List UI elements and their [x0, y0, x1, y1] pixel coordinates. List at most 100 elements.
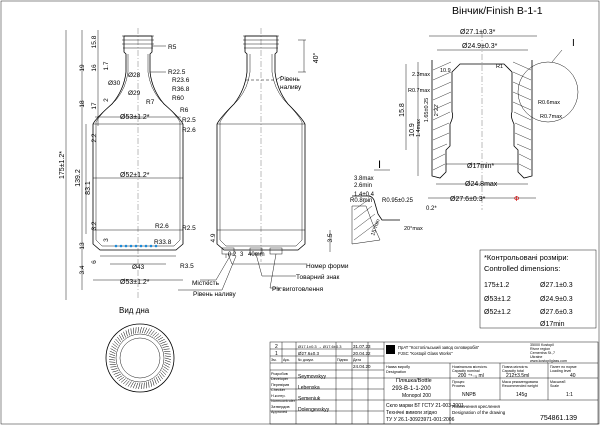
finish-2-3: 2.3max: [412, 72, 430, 78]
height-6: 6: [91, 260, 98, 264]
small-1-7: 1.7: [103, 61, 110, 70]
finish-red-mark: Ф: [514, 196, 519, 203]
knurl-tick: [138, 383, 140, 389]
signer-1-ua: Перевірив: [271, 383, 289, 387]
title-block: 2 Ø17.1±0.3 → Ø17.6±0.3 31.07.23 1 Ø27.6…: [270, 342, 598, 424]
controlled-dimensions-table: *Контрольовані розміри: Controlled dimen…: [480, 250, 596, 328]
designation-ua: Назва виробу: [386, 365, 410, 369]
radius-r2-5-bottom: R2.5: [182, 225, 196, 232]
knurl-tick: [111, 346, 116, 349]
finish-1-65: 2°22': [434, 104, 440, 116]
small-3: 3: [103, 238, 110, 242]
knurl-tick: [142, 327, 144, 333]
knurl-tick: [154, 378, 156, 384]
knurl-tick: [112, 371, 118, 373]
knurl-tick: [163, 346, 169, 347]
diam-30: Ø30: [108, 80, 121, 87]
diam-28: Ø28: [128, 72, 141, 79]
diam-53-bottom: Ø53±1.2*: [120, 279, 150, 286]
height-139: 139.2: [75, 169, 82, 187]
detail-I-label: I: [378, 159, 381, 171]
address-4: www.kostopilglass.com: [530, 359, 567, 363]
finish-diam-24-8: Ø24.8max: [465, 181, 498, 188]
finish-r0-7-a: 10.9: [440, 68, 451, 74]
height-19: 19: [79, 64, 86, 72]
spec-2-h2: Loading level: [550, 369, 571, 373]
detail-circle-I: [518, 62, 578, 122]
knurl-tick: [115, 374, 121, 377]
knurl-tick: [141, 383, 142, 389]
spec-4-v: 145g: [516, 392, 527, 398]
height-3-2: 3.2: [91, 221, 98, 230]
signer-2-name: Semeniuk: [298, 396, 321, 402]
knurl-tick: [165, 356, 171, 357]
spec-3-v: NNPB: [462, 392, 477, 398]
change-date-2: 31.07.23: [353, 344, 371, 349]
finish-9-1: 1.65±0.25: [424, 98, 430, 122]
finish-diam-27-6: Ø27.6±0.3*: [450, 196, 486, 203]
detail-I-view: I 3.8max 2.6min 1.4±0.4 R0.8min R0.95±0.…: [350, 159, 437, 244]
radius-r22-5: R22.5: [168, 69, 186, 76]
knurl-tick: [149, 329, 152, 334]
knurl-tick: [165, 358, 171, 360]
ctrl-r2-c0: Ø52±1.2: [484, 309, 511, 316]
radius-r23-6: R23.6: [172, 77, 190, 84]
spec-1-v: 212±3.5ml: [506, 373, 529, 379]
signer-0-en: Developer: [271, 377, 289, 381]
signer-0-name: Seymovskyy: [298, 374, 327, 380]
knurl-tick: [117, 376, 122, 379]
drawing-number: 754861.139: [540, 415, 577, 422]
knurl-tick: [109, 356, 115, 358]
signer-0-ua: Розробив: [271, 372, 288, 376]
callout-trademark: Товарний знак: [296, 273, 340, 281]
year-box: [270, 248, 282, 254]
side-dim-3: 3: [240, 252, 244, 258]
signer-2-en: Normcontroler: [271, 399, 296, 403]
designation-en: Designation: [386, 370, 406, 374]
controlled-title-en: Controlled dimensions:: [484, 264, 560, 273]
date-approved: 24.04.20: [353, 364, 371, 369]
finish-r0-7-b: R0.7max: [408, 88, 430, 94]
knurl-tick: [158, 337, 163, 340]
height-175: 175±1.2*: [59, 151, 66, 179]
knurl-tick: [119, 335, 122, 340]
spec-4-h2: Recommended weight: [502, 384, 538, 388]
knurl-tick: [119, 377, 124, 381]
company-logo: [386, 345, 395, 354]
knurl-tick: [165, 360, 171, 362]
knurl-tick: [121, 333, 124, 339]
knurl-tick: [128, 381, 131, 386]
knurl-tick: [117, 337, 121, 342]
front-view-bottle: 175±1.2* 139.2 83.1 15.8 16 19 17 18 13 …: [59, 28, 196, 300]
bottom-view-label: Вид дна: [119, 306, 150, 315]
change-no-1: 1: [275, 351, 278, 357]
base-knurling: [115, 245, 158, 248]
knurl-tick: [165, 362, 171, 365]
finish-1-4: 1.4max: [416, 119, 422, 137]
knurl-tick: [111, 369, 117, 370]
signer-1-name: Lebenska: [298, 385, 320, 391]
bottom-knurl-ring: [109, 327, 171, 389]
fill-level-label-2: наливу: [280, 84, 302, 91]
hdr-date: Дата: [353, 358, 361, 362]
knurl-tick: [128, 329, 129, 335]
company-en: PJSC "Kostopil Glass Works": [398, 351, 453, 356]
change-date-1: 20.04.22: [353, 351, 371, 356]
spec-5-h2: Scale: [550, 384, 559, 388]
knurl-tick: [144, 328, 147, 334]
glass-1: Технічні вимоги згідно: [386, 410, 437, 416]
diam-29: Ø29: [128, 90, 141, 97]
drawing-label-ua: Позначення креслення: [452, 404, 500, 409]
height-18: 18: [79, 100, 86, 108]
finish-15-8: 15.8: [399, 103, 406, 117]
finish-diam-27-1: Ø27.1±0.3*: [460, 29, 496, 36]
detail-15deg: 15°min: [370, 218, 382, 236]
side-dim-3-5: 3.5: [327, 233, 334, 242]
knurl-tick: [146, 328, 149, 333]
knurl-tick: [110, 351, 116, 354]
knurl-tick: [121, 378, 126, 382]
knurl-tick: [156, 377, 159, 383]
signer-3-en: Approved: [271, 410, 287, 414]
knurl-tick: [110, 348, 115, 351]
